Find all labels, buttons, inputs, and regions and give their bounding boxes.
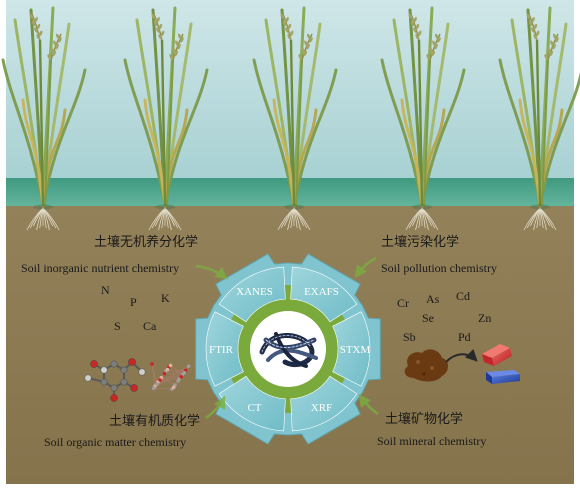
element-cd: Cd xyxy=(456,289,470,303)
gear-segment-xrf xyxy=(290,375,358,432)
pollution-title-en: Soil pollution chemistry xyxy=(381,261,497,275)
section-mineral: 土壤矿物化学 Soil mineral chemistry Cr As Cd S… xyxy=(358,289,520,448)
section-pollution: 土壤污染化学 Soil pollution chemistry xyxy=(354,234,497,278)
gear-segment-xrf-label: XRF xyxy=(311,402,332,414)
gear-segment-exafs xyxy=(290,266,358,323)
molecule-network-icon xyxy=(150,362,191,391)
inorganic-pointer-arrow xyxy=(195,264,229,280)
element-n: N xyxy=(101,283,110,297)
rice-plants xyxy=(1,6,580,231)
organic-pointer-arrow xyxy=(205,395,226,419)
curved-arrow-icon xyxy=(445,348,478,363)
rice-plant-icon xyxy=(123,6,209,231)
molecule-icon xyxy=(84,358,146,402)
section-organic: 土壤有机质化学 Soil organic matter chemistry xyxy=(44,358,226,449)
rice-plant-icon xyxy=(380,6,466,231)
element-ca: Ca xyxy=(143,319,157,333)
pollution-title-zh: 土壤污染化学 xyxy=(381,234,459,249)
technique-gear: XANES EXAFS STXM XRF CT FTIR xyxy=(195,253,381,445)
inorganic-title-en: Soil inorganic nutrient chemistry xyxy=(21,261,179,275)
element-cr: Cr xyxy=(397,296,409,310)
element-se: Se xyxy=(422,311,434,325)
gear-segment-ct xyxy=(218,375,286,432)
section-inorganic: 土壤无机养分化学 Soil inorganic nutrient chemist… xyxy=(21,234,229,333)
gear-segment-stxm xyxy=(332,311,371,387)
gear-segment-ftir-label: FTIR xyxy=(209,344,234,356)
mineral-title-zh: 土壤矿物化学 xyxy=(385,411,463,426)
carbon-nanotube-icon xyxy=(259,332,318,368)
crystal-icon xyxy=(482,344,512,366)
element-zn: Zn xyxy=(478,311,491,325)
element-as: As xyxy=(426,292,440,306)
mineral-title-en: Soil mineral chemistry xyxy=(377,434,486,448)
element-p: P xyxy=(130,295,137,309)
rice-plant-icon xyxy=(498,6,580,231)
gear-segment-stxm-label: STXM xyxy=(340,344,371,356)
element-pd: Pd xyxy=(458,330,471,344)
gear-segment-xanes-label: XANES xyxy=(236,286,273,298)
element-sb: Sb xyxy=(403,330,416,344)
gear-segment-ct-label: CT xyxy=(247,402,261,414)
inorganic-title-zh: 土壤无机养分化学 xyxy=(94,234,198,249)
gear-segment-xanes xyxy=(218,266,286,323)
organic-title-zh: 土壤有机质化学 xyxy=(109,413,200,428)
soil-lump-icon xyxy=(404,349,448,382)
rice-plant-icon xyxy=(1,6,87,231)
element-s: S xyxy=(114,319,121,333)
pollution-pointer-arrow xyxy=(354,256,377,278)
mineral-pointer-arrow xyxy=(358,394,379,416)
crystal-icon-blue xyxy=(486,370,520,384)
gear-segment-ftir xyxy=(205,311,244,387)
organic-title-en: Soil organic matter chemistry xyxy=(44,435,186,449)
gear-segment-exafs-label: EXAFS xyxy=(304,286,339,298)
rice-plant-icon xyxy=(252,6,338,231)
element-k: K xyxy=(161,291,170,305)
